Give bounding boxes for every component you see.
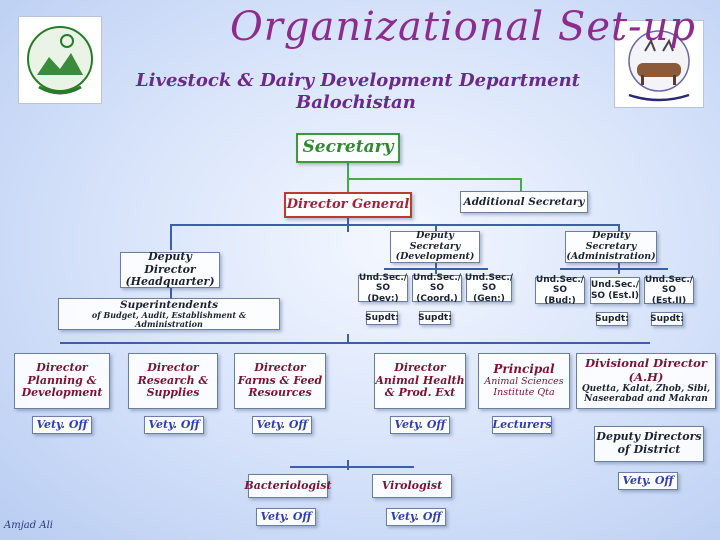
und-sec-bud-box: Und.Sec./ SO (Bud:) bbox=[535, 274, 585, 306]
virologist-box: Virologist bbox=[372, 474, 452, 498]
vety-off-label: Vety. Off bbox=[256, 417, 308, 431]
connector bbox=[520, 178, 522, 192]
vety-off-box: Vety. Off bbox=[144, 416, 204, 434]
principal-box: Principal Animal Sciences Institute Qta bbox=[478, 353, 570, 409]
connector bbox=[290, 466, 414, 468]
deputy-directors-district-box: Deputy Directors of District bbox=[594, 426, 704, 462]
divisional-director-box: Divisional Director (A.H) Quetta, Kalat,… bbox=[576, 353, 716, 409]
principal-label: Principal bbox=[493, 362, 555, 377]
bacteriologist-box: Bacteriologist bbox=[244, 474, 332, 498]
deputy-secretary-administration-label: Deputy Secretary (Administration) bbox=[566, 229, 656, 263]
supdt-box: Supdt: bbox=[365, 311, 399, 325]
deputy-director-headquarter-label: Deputy Director (Headquarter) bbox=[125, 250, 215, 289]
superintendents-subtitle: of Budget, Audit, Establishment & Admini… bbox=[91, 309, 247, 330]
vety-off-box: Vety. Off bbox=[252, 416, 312, 434]
connector bbox=[384, 268, 488, 270]
superintendents-box: Superintendents of Budget, Audit, Establ… bbox=[58, 298, 280, 330]
deputy-secretary-development-label: Deputy Secretary (Development) bbox=[395, 229, 475, 263]
vety-off-box: Vety. Off bbox=[256, 508, 316, 526]
bacteriologist-label: Bacteriologist bbox=[244, 478, 332, 492]
connector bbox=[618, 224, 620, 232]
deputy-director-headquarter-box: Deputy Director (Headquarter) bbox=[120, 250, 220, 289]
lecturers-box: Lecturers bbox=[492, 416, 552, 434]
virologist-label: Virologist bbox=[381, 478, 443, 492]
connector bbox=[170, 224, 620, 226]
director-farms-label: Director Farms & Feed Resources bbox=[237, 361, 323, 400]
supdt-box: Supdt: bbox=[418, 311, 452, 325]
und-sec-est2-box: Und.Sec./ SO (Est.II) bbox=[644, 274, 694, 306]
vety-off-box: Vety. Off bbox=[386, 508, 446, 526]
additional-secretary-box: Additional Secretary bbox=[460, 191, 588, 213]
page-title: Organizational Set-up bbox=[230, 4, 696, 50]
connector bbox=[560, 268, 668, 270]
director-animal-health-label: Director Animal Health & Prod. Ext bbox=[375, 361, 465, 400]
director-planning-box: Director Planning & Development bbox=[14, 353, 110, 409]
director-research-label: Director Research & Supplies bbox=[137, 361, 209, 400]
vety-off-label: Vety. Off bbox=[36, 417, 88, 431]
und-sec-gen-box: Und.Sec./ SO (Gen:) bbox=[464, 272, 514, 304]
province-name: Balochistan bbox=[296, 92, 416, 113]
und-sec-dev-label: Und.Sec./ SO (Dev:) bbox=[358, 272, 408, 304]
right-emblem-logo bbox=[614, 20, 704, 108]
livestock-emblem-icon bbox=[628, 30, 690, 102]
divisional-director-subtitle: Quetta, Kalat, Zhob, Sibi, Naseerabad an… bbox=[581, 383, 711, 405]
deputy-secretary-development-box: Deputy Secretary (Development) bbox=[390, 229, 480, 263]
left-emblem-logo bbox=[18, 16, 102, 104]
und-sec-est2-label: Und.Sec./ SO (Est.II) bbox=[644, 274, 694, 306]
connector bbox=[170, 224, 172, 250]
connector bbox=[347, 460, 349, 470]
lecturers-label: Lecturers bbox=[492, 417, 552, 431]
supdt-box: Supdt: bbox=[595, 312, 629, 326]
deputy-secretary-administration-box: Deputy Secretary (Administration) bbox=[565, 229, 657, 263]
und-sec-est1-box: Und.Sec./ SO (Est.I) bbox=[590, 277, 640, 304]
department-name: Livestock & Dairy Development Department bbox=[136, 70, 580, 91]
vety-off-label: Vety. Off bbox=[390, 509, 442, 523]
und-sec-coord-label: Und.Sec./ SO (Coord.) bbox=[412, 272, 462, 304]
vety-off-box: Vety. Off bbox=[390, 416, 450, 434]
principal-subtitle: Animal Sciences Institute Qta bbox=[484, 375, 564, 398]
vety-off-box: Vety. Off bbox=[32, 416, 92, 434]
director-farms-box: Director Farms & Feed Resources bbox=[234, 353, 326, 409]
und-sec-est1-label: Und.Sec./ SO (Est.I) bbox=[590, 280, 640, 301]
deputy-directors-district-label: Deputy Directors of District bbox=[596, 430, 702, 456]
supdt-label: Supdt: bbox=[365, 312, 399, 323]
director-planning-label: Director Planning & Development bbox=[21, 361, 103, 400]
director-general-label: Director General bbox=[286, 196, 410, 212]
vety-off-box: Vety. Off bbox=[618, 472, 678, 490]
connector bbox=[60, 342, 650, 344]
supdt-label: Supdt: bbox=[650, 313, 684, 324]
director-animal-health-box: Director Animal Health & Prod. Ext bbox=[374, 353, 466, 409]
connector bbox=[347, 178, 521, 180]
director-research-box: Director Research & Supplies bbox=[128, 353, 218, 409]
author-credit: Amjad Ali bbox=[4, 520, 53, 531]
vety-off-label: Vety. Off bbox=[394, 417, 446, 431]
secretary-label: Secretary bbox=[302, 137, 394, 158]
und-sec-bud-label: Und.Sec./ SO (Bud:) bbox=[535, 274, 585, 306]
superintendents-title: Superintendents bbox=[120, 298, 218, 311]
balochistan-emblem-icon bbox=[27, 26, 93, 95]
supdt-box: Supdt: bbox=[650, 312, 684, 326]
divisional-director-label: Divisional Director (A.H) bbox=[585, 356, 707, 384]
director-general-box: Director General bbox=[284, 192, 412, 218]
supdt-label: Supdt: bbox=[418, 312, 452, 323]
und-sec-gen-label: Und.Sec./ SO (Gen:) bbox=[464, 272, 514, 304]
connector bbox=[435, 224, 437, 232]
vety-off-label: Vety. Off bbox=[148, 417, 200, 431]
connector bbox=[170, 288, 172, 298]
vety-off-label: Vety. Off bbox=[622, 473, 674, 487]
additional-secretary-label: Additional Secretary bbox=[463, 195, 585, 208]
supdt-label: Supdt: bbox=[595, 313, 629, 324]
vety-off-label: Vety. Off bbox=[260, 509, 312, 523]
connector bbox=[347, 334, 349, 344]
und-sec-dev-box: Und.Sec./ SO (Dev:) bbox=[358, 272, 408, 304]
und-sec-coord-box: Und.Sec./ SO (Coord.) bbox=[412, 272, 462, 304]
secretary-box: Secretary bbox=[296, 133, 400, 163]
